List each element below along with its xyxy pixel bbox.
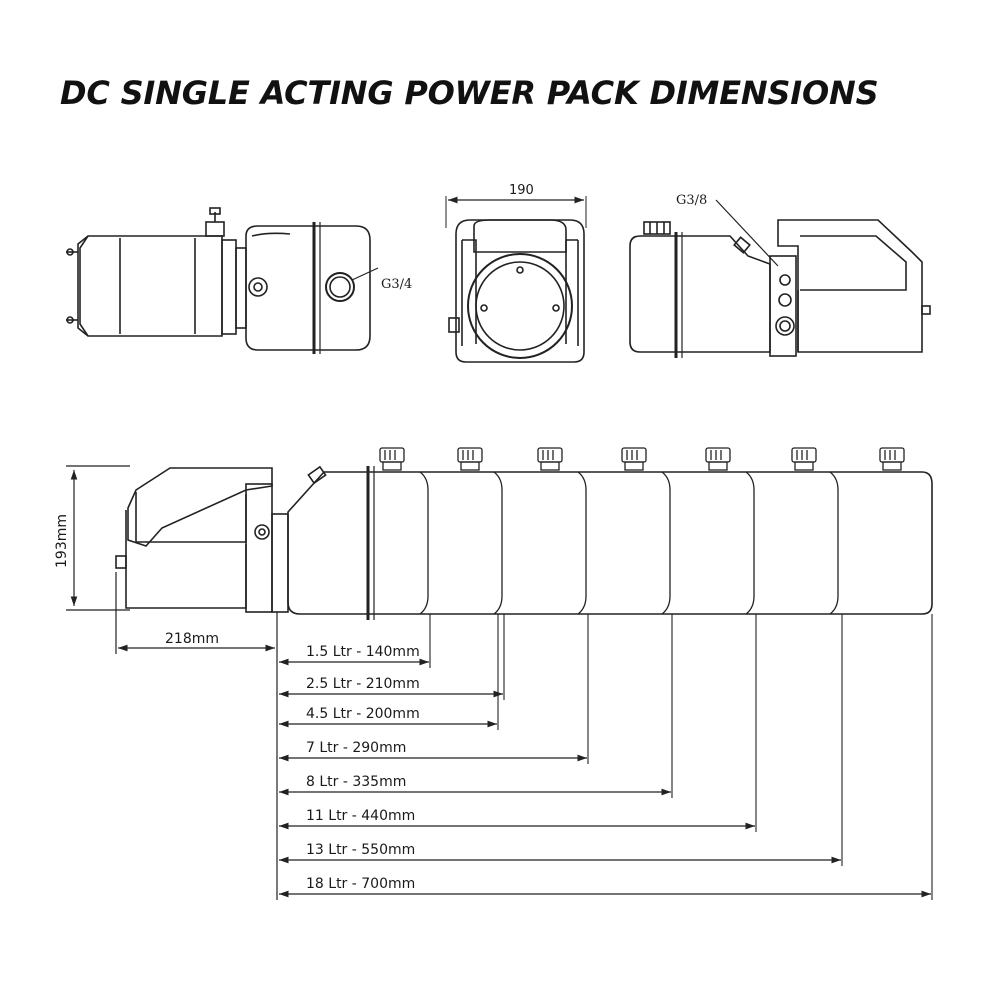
page-title: DC SINGLE ACTING POWER PACK DIMENSIONS (60, 74, 879, 112)
tank-dimension-label: 1.5 Ltr - 140mm (306, 644, 420, 660)
filler-cap (457, 447, 483, 471)
tank-dimension: 1.5 Ltr - 140mm (279, 614, 431, 668)
tank-dimension-label: 11 Ltr - 440mm (306, 808, 415, 824)
tank-dimension: 7 Ltr - 290mm (279, 614, 589, 764)
side-view (629, 199, 931, 358)
tank-dimension-label: 4.5 Ltr - 200mm (306, 706, 420, 722)
port-label-g34: G3/4 (381, 277, 412, 292)
tank-segment-line (577, 471, 587, 615)
tank-segment-line (419, 471, 429, 615)
tank-segment-line (661, 471, 671, 615)
tank-dimension-label: 13 Ltr - 550mm (306, 842, 415, 858)
tank-dimension: 11 Ltr - 440mm (279, 614, 757, 832)
width-label-190: 190 (509, 183, 534, 198)
filler-cap (791, 447, 817, 471)
tank-dimension-label: 8 Ltr - 335mm (306, 774, 406, 790)
tank-segment-line (493, 471, 503, 615)
filler-cap (705, 447, 731, 471)
main-elevation (115, 465, 933, 620)
tank-dimension: 8 Ltr - 335mm (279, 614, 673, 798)
port-label-g38: G3/8 (676, 193, 707, 208)
tank-dimension-label: 2.5 Ltr - 210mm (306, 676, 420, 692)
tank-dimension: 18 Ltr - 700mm (279, 614, 933, 900)
tank-dimension: 2.5 Ltr - 210mm (279, 614, 505, 700)
motor-length-label: 218mm (165, 631, 219, 647)
tank-segment-line (829, 471, 839, 615)
tank-dimension-label: 7 Ltr - 290mm (306, 740, 406, 756)
filler-cap (879, 447, 905, 471)
tank-length-dimensions: 1.5 Ltr - 140mm 2.5 Ltr - 210mm 4.5 Ltr - … (279, 614, 933, 900)
tank-dimension: 4.5 Ltr - 200mm (279, 614, 499, 730)
filler-cap (537, 447, 563, 471)
motor-length-dimension (115, 572, 278, 900)
height-dimension (66, 465, 130, 611)
tank-segment-line (745, 471, 755, 615)
tank-dimension: 13 Ltr - 550mm (279, 614, 843, 866)
end-view (445, 196, 587, 363)
height-label: 193mm (54, 514, 70, 568)
filler-cap (379, 447, 405, 471)
filler-cap (621, 447, 647, 471)
tank-dimension-label: 18 Ltr - 700mm (306, 876, 415, 892)
tank-segments (379, 447, 905, 615)
top-view (66, 207, 379, 354)
